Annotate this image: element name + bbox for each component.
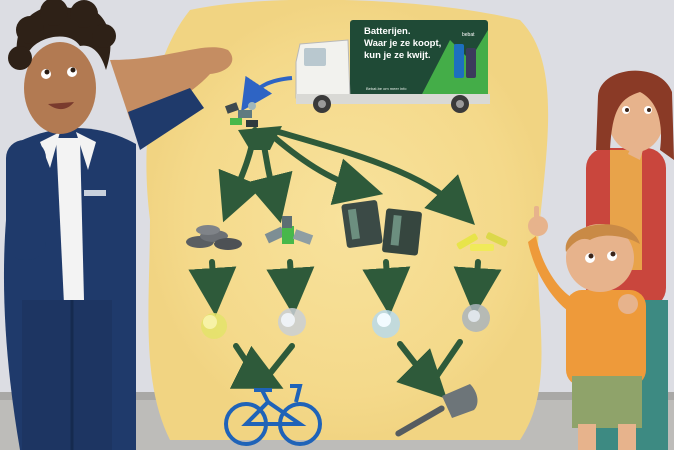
truck-slogan-line-1: Batterijen. (364, 26, 411, 37)
truck-logo: bebat (462, 32, 475, 38)
arrow-icon (188, 259, 502, 316)
truck-slogan-line-2: Waar je ze koopt, (364, 38, 442, 49)
trunk (238, 126, 282, 150)
truck-slogan-line-3: kun je ze kwijt. (364, 50, 431, 61)
aa-battery-icon (264, 216, 314, 245)
aa-battery-icon (456, 232, 508, 251)
coin-cell-battery-icon (186, 225, 242, 250)
arrow-icon (241, 75, 293, 112)
arrow-icon (229, 339, 463, 399)
shovel-icon (395, 384, 478, 437)
truck-slogan: Batterijen. Waar je ze koopt, kun je ze … (364, 26, 460, 62)
spark-icon (201, 304, 490, 339)
truck-icon (295, 20, 490, 113)
truck-footer-text: Bebat.be om meer info (366, 86, 407, 91)
car-battery-icon (341, 200, 422, 256)
man-figure (3, 0, 233, 450)
battery-pile-icon (224, 102, 258, 127)
bicycle-icon (224, 384, 322, 446)
child-figure (528, 206, 646, 450)
